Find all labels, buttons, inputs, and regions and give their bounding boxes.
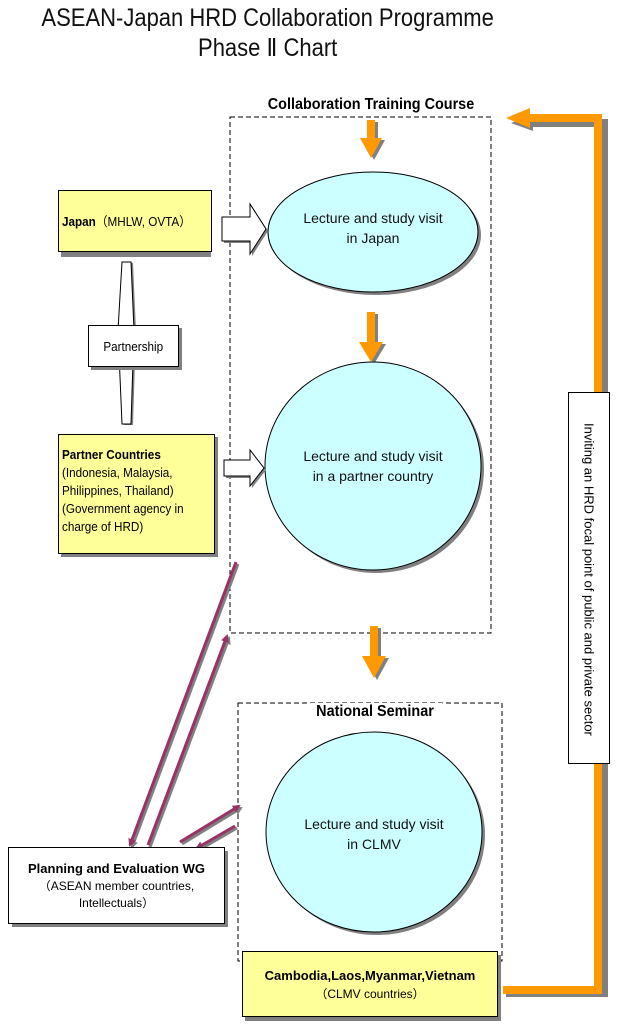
- block-arrow-partner: [223, 448, 266, 488]
- arrow-partner-to-wg: [128, 561, 238, 847]
- ellipse-japan-line: in Japan: [346, 230, 400, 246]
- block-arrow-japan: [221, 202, 268, 256]
- node-partner-line: (Government agency in: [62, 501, 184, 516]
- circle-partner-line: Lecture and study visit: [303, 448, 443, 464]
- node-inviting-label: Inviting an HRD focal point of public an…: [581, 423, 597, 736]
- arrow-wg-to-seminar: [179, 804, 241, 844]
- circle-clmv-line: in CLMV: [347, 836, 401, 852]
- training-course-container: [229, 116, 492, 634]
- circle-partner-text: Lecture and study visit in a partner cou…: [273, 446, 473, 486]
- node-japan: Japan（MHLW, OVTA）: [58, 190, 212, 252]
- circle-lecture-partner: [264, 361, 482, 571]
- node-partner-line: Philippines, Thailand): [62, 483, 174, 498]
- node-clmv-subtitle: （CLMV countries）: [315, 987, 425, 1001]
- circle-partner-line: in a partner country: [312, 468, 434, 484]
- arrow-wg-to-training: [146, 634, 229, 846]
- node-partner-countries: Partner Countries (Indonesia, Malaysia, …: [58, 434, 215, 554]
- arrow-seminar-to-wg: [195, 824, 236, 850]
- node-japan-name: Japan: [62, 213, 96, 229]
- node-clmv: Cambodia,Laos,Myanmar,Vietnam （CLMV coun…: [242, 951, 498, 1017]
- node-clmv-title: Cambodia,Laos,Myanmar,Vietnam: [264, 968, 476, 983]
- arrow-down-japan-to-partner: [359, 312, 386, 364]
- node-partner-line: (Indonesia, Malaysia,: [62, 465, 173, 480]
- node-planning-wg: Planning and Evaluation WG （ASEAN member…: [8, 847, 225, 924]
- arrow-down-to-national-seminar: [362, 626, 389, 680]
- circle-clmv-line: Lecture and study visit: [304, 816, 444, 832]
- ellipse-japan-text: Lecture and study visit in Japan: [273, 208, 473, 248]
- node-partner-line: charge of HRD): [62, 519, 144, 534]
- circle-clmv-text: Lecture and study visit in CLMV: [274, 814, 474, 854]
- node-partnership-label: Partnership: [103, 338, 164, 354]
- circle-lecture-clmv: [265, 731, 483, 933]
- node-japan-orgs: （MHLW, OVTA）: [95, 213, 191, 229]
- chart-title-line2: Phase Ⅱ Chart: [198, 34, 338, 62]
- ellipse-japan-line: Lecture and study visit: [303, 210, 443, 226]
- node-planning-wg-line: （ASEAN member countries,: [38, 879, 195, 893]
- section-title-national-seminar: National Seminar: [307, 703, 443, 721]
- node-planning-wg-line: Intellectuals）: [78, 896, 155, 910]
- maroon-arrows: [128, 561, 243, 852]
- node-planning-wg-title: Planning and Evaluation WG: [28, 861, 205, 876]
- ellipse-lecture-japan: [267, 171, 479, 293]
- chart-title-line1: ASEAN-Japan HRD Collaboration Programme: [41, 4, 494, 32]
- section-title-training-course: Collaboration Training Course: [258, 96, 484, 114]
- node-inviting: Inviting an HRD focal point of public an…: [568, 392, 610, 764]
- node-partnership: Partnership: [88, 325, 179, 367]
- node-partner-title: Partner Countries: [62, 447, 161, 462]
- arrow-down-into-japan: [360, 120, 385, 160]
